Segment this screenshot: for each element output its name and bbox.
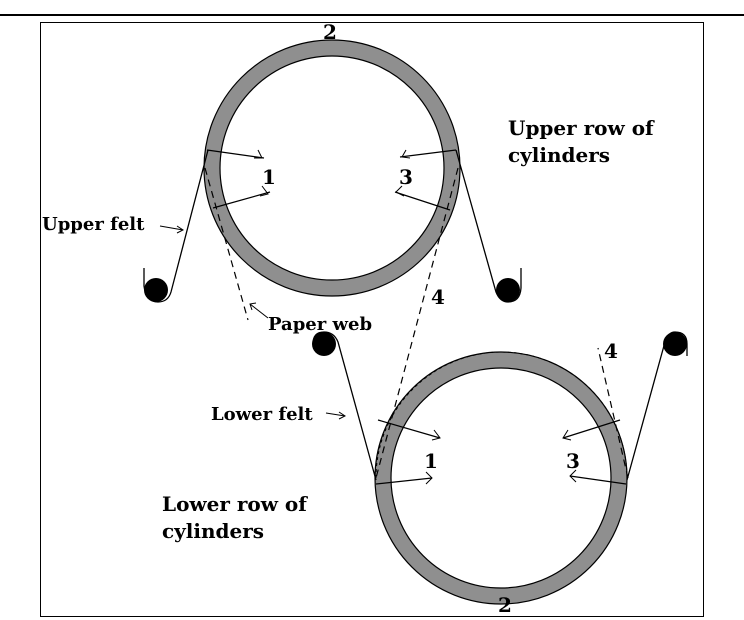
lower-row-title-line1: Lower row of [162,492,308,516]
open-draw-left-label: 4 [431,285,445,309]
paper-web-wrap-lower [376,352,627,478]
lower-felt-label: Lower felt [211,404,313,425]
upper-cylinder-number-label: 2 [323,20,337,44]
upper-felt-roll-left [144,278,168,302]
upper-inlet-3-label: 3 [399,165,413,189]
lower-inlet-3-label: 3 [566,449,580,473]
upper-row-title-line1: Upper row of [508,116,655,140]
lower-cylinder-outline-inner [391,368,611,588]
lower-inlet-1-label: 1 [424,449,438,473]
lower-cylinder-number-label: 2 [498,593,512,617]
paper-web-leader [250,304,268,318]
lower-row-title-line2: cylinders [162,519,264,543]
paper-web-label: Paper web [268,314,372,335]
upper-felt-label: Upper felt [42,214,145,235]
lower-felt-roll-right [663,332,687,356]
lower-arrow-3a [563,430,571,440]
upper-row-title-line2: cylinders [508,143,610,167]
upper-cylinder [212,48,452,288]
upper-inlet-1-label: 1 [262,165,276,189]
lower-arrow-1a [432,430,440,440]
open-draw-right-label: 4 [604,339,618,363]
